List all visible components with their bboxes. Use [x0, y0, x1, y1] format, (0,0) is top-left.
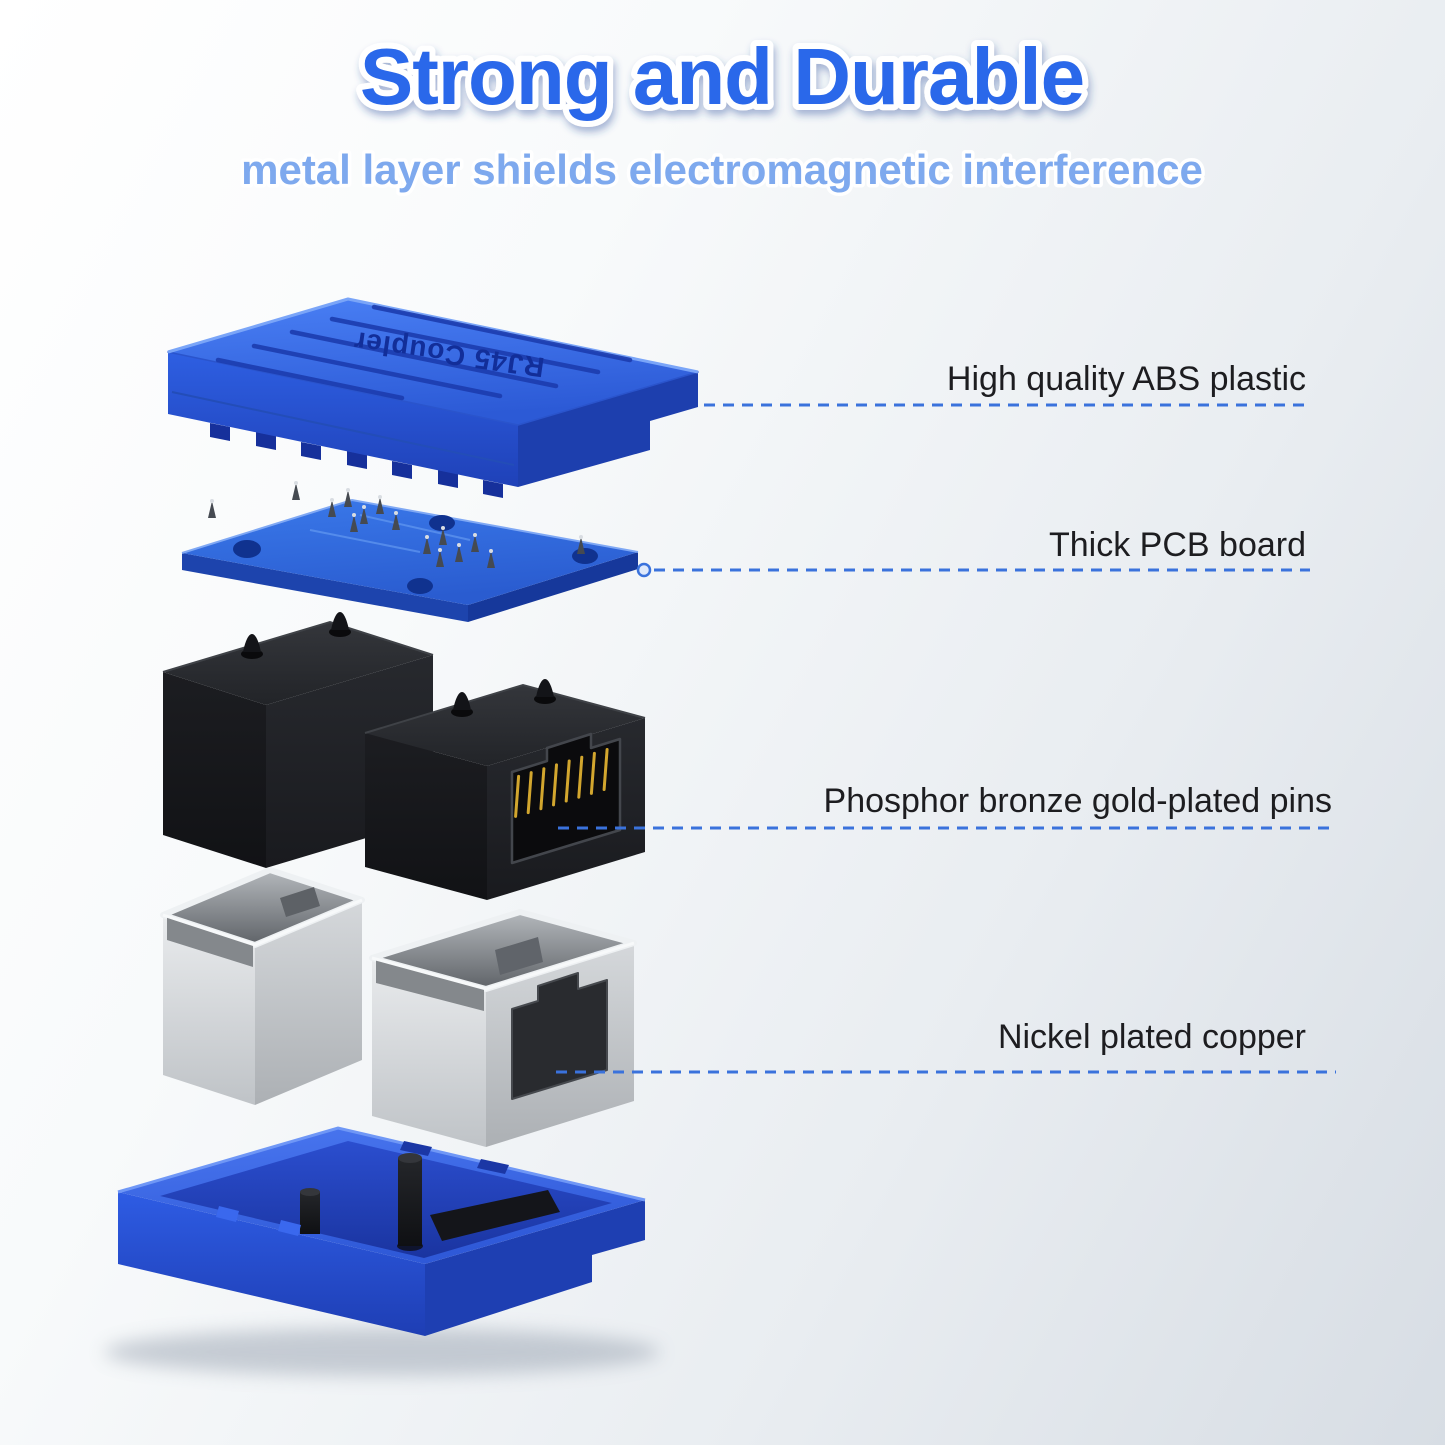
headline: Strong and Durable — [360, 32, 1084, 121]
part-top-cover: RJ45 Coupler — [167, 297, 699, 498]
annotation-nickel-copper: Nickel plated copper — [998, 1018, 1306, 1056]
shield-port-cutout — [511, 972, 608, 1100]
leader-dot-pcb — [636, 562, 652, 578]
part-metal-shield-right — [369, 909, 637, 1147]
part-metal-shield-left — [160, 867, 365, 1105]
part-pcb-board — [181, 481, 639, 622]
annotation-abs-plastic: High quality ABS plastic — [947, 360, 1306, 398]
part-bottom-case — [117, 1126, 646, 1336]
rj45-gold-pins — [514, 748, 609, 818]
annotation-gold-pins: Phosphor bronze gold-plated pins — [824, 782, 1332, 820]
part-housing-left — [162, 612, 434, 868]
subheadline: metal layer shields electromagnetic inte… — [241, 146, 1203, 193]
case-shadow — [104, 1328, 660, 1376]
leader-lines — [556, 403, 1336, 1074]
annotation-pcb-board: Thick PCB board — [1049, 526, 1306, 564]
part-housing-right — [364, 679, 646, 900]
